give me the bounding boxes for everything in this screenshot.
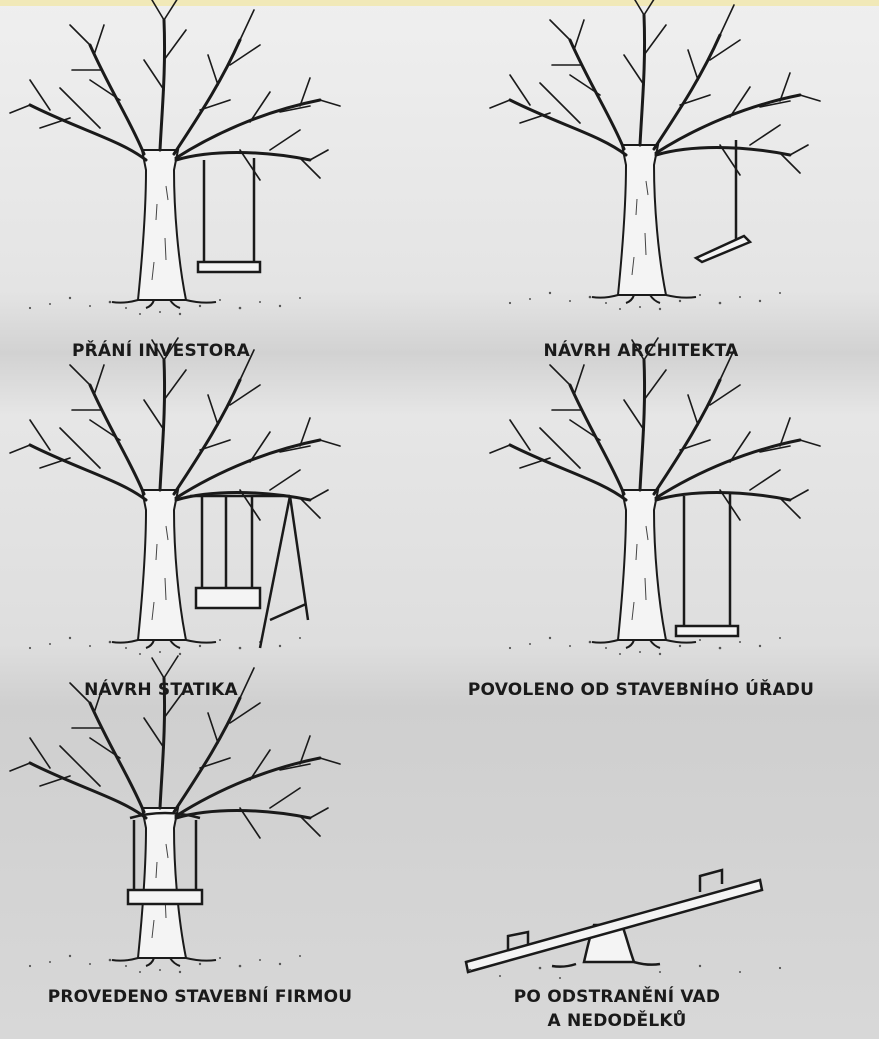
caption-built-contractor: PROVEDENO STAVEBNÍ FIRMOU	[47, 987, 353, 1007]
panel-architect-design	[488, 0, 822, 312]
panel-after-fixes	[464, 868, 782, 979]
caption-investor-wish: PŘÁNÍ INVESTORA	[71, 341, 251, 361]
top-border	[0, 0, 879, 6]
caption-approved-office: POVOLENO OD STAVEBNÍHO ÚŘADU	[467, 680, 815, 700]
ground-level-swing	[674, 494, 740, 638]
caption-structural-design: NÁVRH STATIKA	[84, 680, 238, 700]
caption-after-fixes: PO ODSTRANĚNÍ VAD A NEDODĚLKŮ	[513, 987, 721, 1031]
single-rope-swing	[693, 140, 753, 264]
tree-stump-seesaw	[464, 868, 764, 974]
panel-investor-wish	[8, 0, 342, 317]
panel-approved-office	[488, 336, 822, 657]
panel-structural-design	[8, 336, 342, 657]
caption-architect-design: NÁVRH ARCHITEKTA	[543, 341, 739, 361]
swing-around-trunk	[126, 811, 204, 906]
tire-swing-proper	[196, 158, 262, 274]
panel-built-contractor	[8, 654, 342, 975]
triple-swing-frame	[190, 494, 310, 649]
